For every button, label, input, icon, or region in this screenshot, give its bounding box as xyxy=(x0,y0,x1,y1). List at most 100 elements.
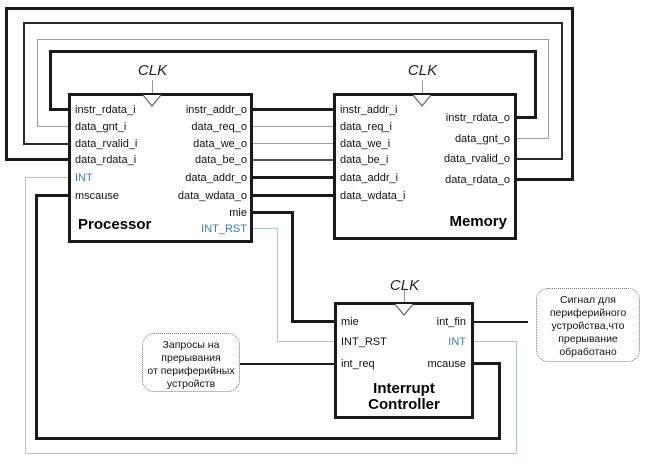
memory-pin-data-gnt-o: data_gnt_o xyxy=(454,133,510,145)
memory-pin-data-we-i: data_we_i xyxy=(340,138,391,150)
wire-int xyxy=(472,341,517,342)
processor-pin-data-addr-o: data_addr_o xyxy=(185,172,247,184)
processor-pin-data-req-o: data_req_o xyxy=(191,121,247,133)
wire-mcause xyxy=(472,362,501,365)
callout-line: периферийного xyxy=(549,307,627,319)
wire-data-rdata-loop xyxy=(515,178,574,181)
clock-wedge-icon xyxy=(412,95,432,107)
wire-instr-rdata-loop xyxy=(49,50,52,111)
wire-mcause xyxy=(35,194,38,440)
wire-mie xyxy=(291,320,336,323)
interrupt-pin-int-req: int_req xyxy=(341,358,375,370)
processor-pin-int-rst: INT_RST xyxy=(201,223,247,235)
wire-int xyxy=(25,177,26,454)
processor-pin-data-be-o: data_be_o xyxy=(195,154,247,166)
wire-data-rvalid-loop xyxy=(23,143,70,145)
clock-wedge-icon xyxy=(142,95,162,107)
wire-data-rdata-loop xyxy=(5,7,574,10)
wire-data-rvalid-loop xyxy=(515,158,563,160)
callout-line: устройств xyxy=(166,378,216,390)
wire-mie xyxy=(250,211,294,214)
processor-pin-data-rdata-i: data_rdata_i xyxy=(75,154,137,166)
interrupt-pin-int-rst: INT_RST xyxy=(341,336,387,348)
wire-data-rdata-loop xyxy=(571,7,574,181)
processor-pin-data-wdata-o: data_wdata_o xyxy=(177,190,247,202)
clk-label-memory: CLK xyxy=(407,62,438,79)
wire-int-req xyxy=(240,363,336,365)
wire-data-rvalid-loop xyxy=(23,22,25,144)
memory-title: Memory xyxy=(449,213,507,230)
processor-pin-int: INT xyxy=(75,172,93,184)
wire-mcause xyxy=(498,362,501,440)
callout-interrupt-requests: Запросы на прерывания от периферийных ус… xyxy=(142,333,240,392)
wire-mcause xyxy=(35,194,70,197)
wire-int xyxy=(25,177,70,178)
processor-pin-mie: mie xyxy=(229,207,247,219)
memory-pin-data-rvalid-o: data_rvalid_o xyxy=(443,153,510,165)
wire-instr-addr xyxy=(251,108,335,111)
wire-data-addr xyxy=(251,176,335,179)
wire-data-we xyxy=(251,143,335,144)
processor-pin-data-we-o: data_we_o xyxy=(193,138,247,150)
clk-stem-memory xyxy=(422,80,423,94)
callout-line: прерывание xyxy=(558,333,618,345)
clk-stem-processor xyxy=(152,80,153,94)
interrupt-controller-title: Interrupt Controller xyxy=(334,381,474,413)
wire-mcause xyxy=(35,437,501,440)
clk-label-interrupt: CLK xyxy=(389,277,420,294)
wire-instr-rdata-loop xyxy=(49,50,537,53)
wire-data-gnt-loop xyxy=(515,138,549,139)
wire-data-gnt-loop xyxy=(37,39,38,127)
processor-block xyxy=(68,93,253,243)
processor-pin-instr-rdata-i: instr_rdata_i xyxy=(75,104,136,116)
memory-pin-data-rdata-o: data_rdata_o xyxy=(445,174,510,186)
wire-instr-rdata-loop xyxy=(515,116,537,119)
callout-line: устройства,что xyxy=(551,320,625,332)
wire-data-gnt-loop xyxy=(37,39,549,40)
clk-stem-interrupt xyxy=(404,290,405,303)
callout-line: Сигнал для xyxy=(560,294,616,306)
callout-line: обработано xyxy=(559,346,617,358)
wire-data-be xyxy=(251,159,335,161)
processor-pin-data-rvalid-i: data_rvalid_i xyxy=(75,138,138,150)
clk-label-processor: CLK xyxy=(137,62,168,79)
wire-data-gnt-loop xyxy=(37,126,70,127)
wire-data-rdata-loop xyxy=(5,7,8,161)
wire-data-rvalid-loop xyxy=(23,22,563,24)
processor-pin-mscause: mscause xyxy=(75,190,120,202)
callout-line: от периферийных xyxy=(147,365,235,377)
wire-int-rst xyxy=(277,341,336,342)
callout-interrupt-done: Сигнал для периферийного устройства,что … xyxy=(536,288,640,362)
memory-pin-instr-addr-i: instr_addr_i xyxy=(340,104,398,116)
processor-pin-data-gnt-i: data_gnt_i xyxy=(75,121,127,133)
wire-int xyxy=(516,341,517,454)
processor-title: Processor xyxy=(78,216,152,233)
memory-pin-data-be-i: data_be_i xyxy=(340,154,389,166)
interrupt-controller-title-line1: Interrupt xyxy=(373,380,435,397)
interrupt-pin-mie: mie xyxy=(341,316,359,328)
interrupt-controller-block xyxy=(334,302,474,419)
wire-data-gnt-loop xyxy=(548,39,549,139)
wire-int-rst xyxy=(250,228,278,229)
wire-data-wdata xyxy=(251,194,335,197)
interrupt-pin-int-fin: int_fin xyxy=(436,316,466,328)
wire-int-rst xyxy=(277,228,278,342)
memory-pin-instr-rdata-o: instr_rdata_o xyxy=(445,112,510,124)
memory-pin-data-addr-i: data_addr_i xyxy=(340,172,399,184)
wire-data-rvalid-loop xyxy=(561,22,563,160)
interrupt-pin-mcause: mcause xyxy=(427,358,466,370)
interrupt-controller-title-line2: Controller xyxy=(368,396,440,413)
wire-int xyxy=(25,453,517,454)
interrupt-pin-int: INT xyxy=(448,336,466,348)
memory-pin-data-req-i: data_req_i xyxy=(340,121,392,133)
memory-pin-data-wdata-i: data_wdata_i xyxy=(340,190,406,202)
processor-pin-instr-addr-o: instr_addr_o xyxy=(185,104,247,116)
wire-data-req xyxy=(251,126,335,127)
wire-mie xyxy=(291,211,294,323)
callout-line: прерывания xyxy=(161,352,221,364)
wire-int-fin xyxy=(472,321,528,323)
wire-instr-rdata-loop xyxy=(49,108,71,111)
clock-wedge-icon xyxy=(394,304,414,316)
wire-instr-rdata-loop xyxy=(534,50,537,119)
